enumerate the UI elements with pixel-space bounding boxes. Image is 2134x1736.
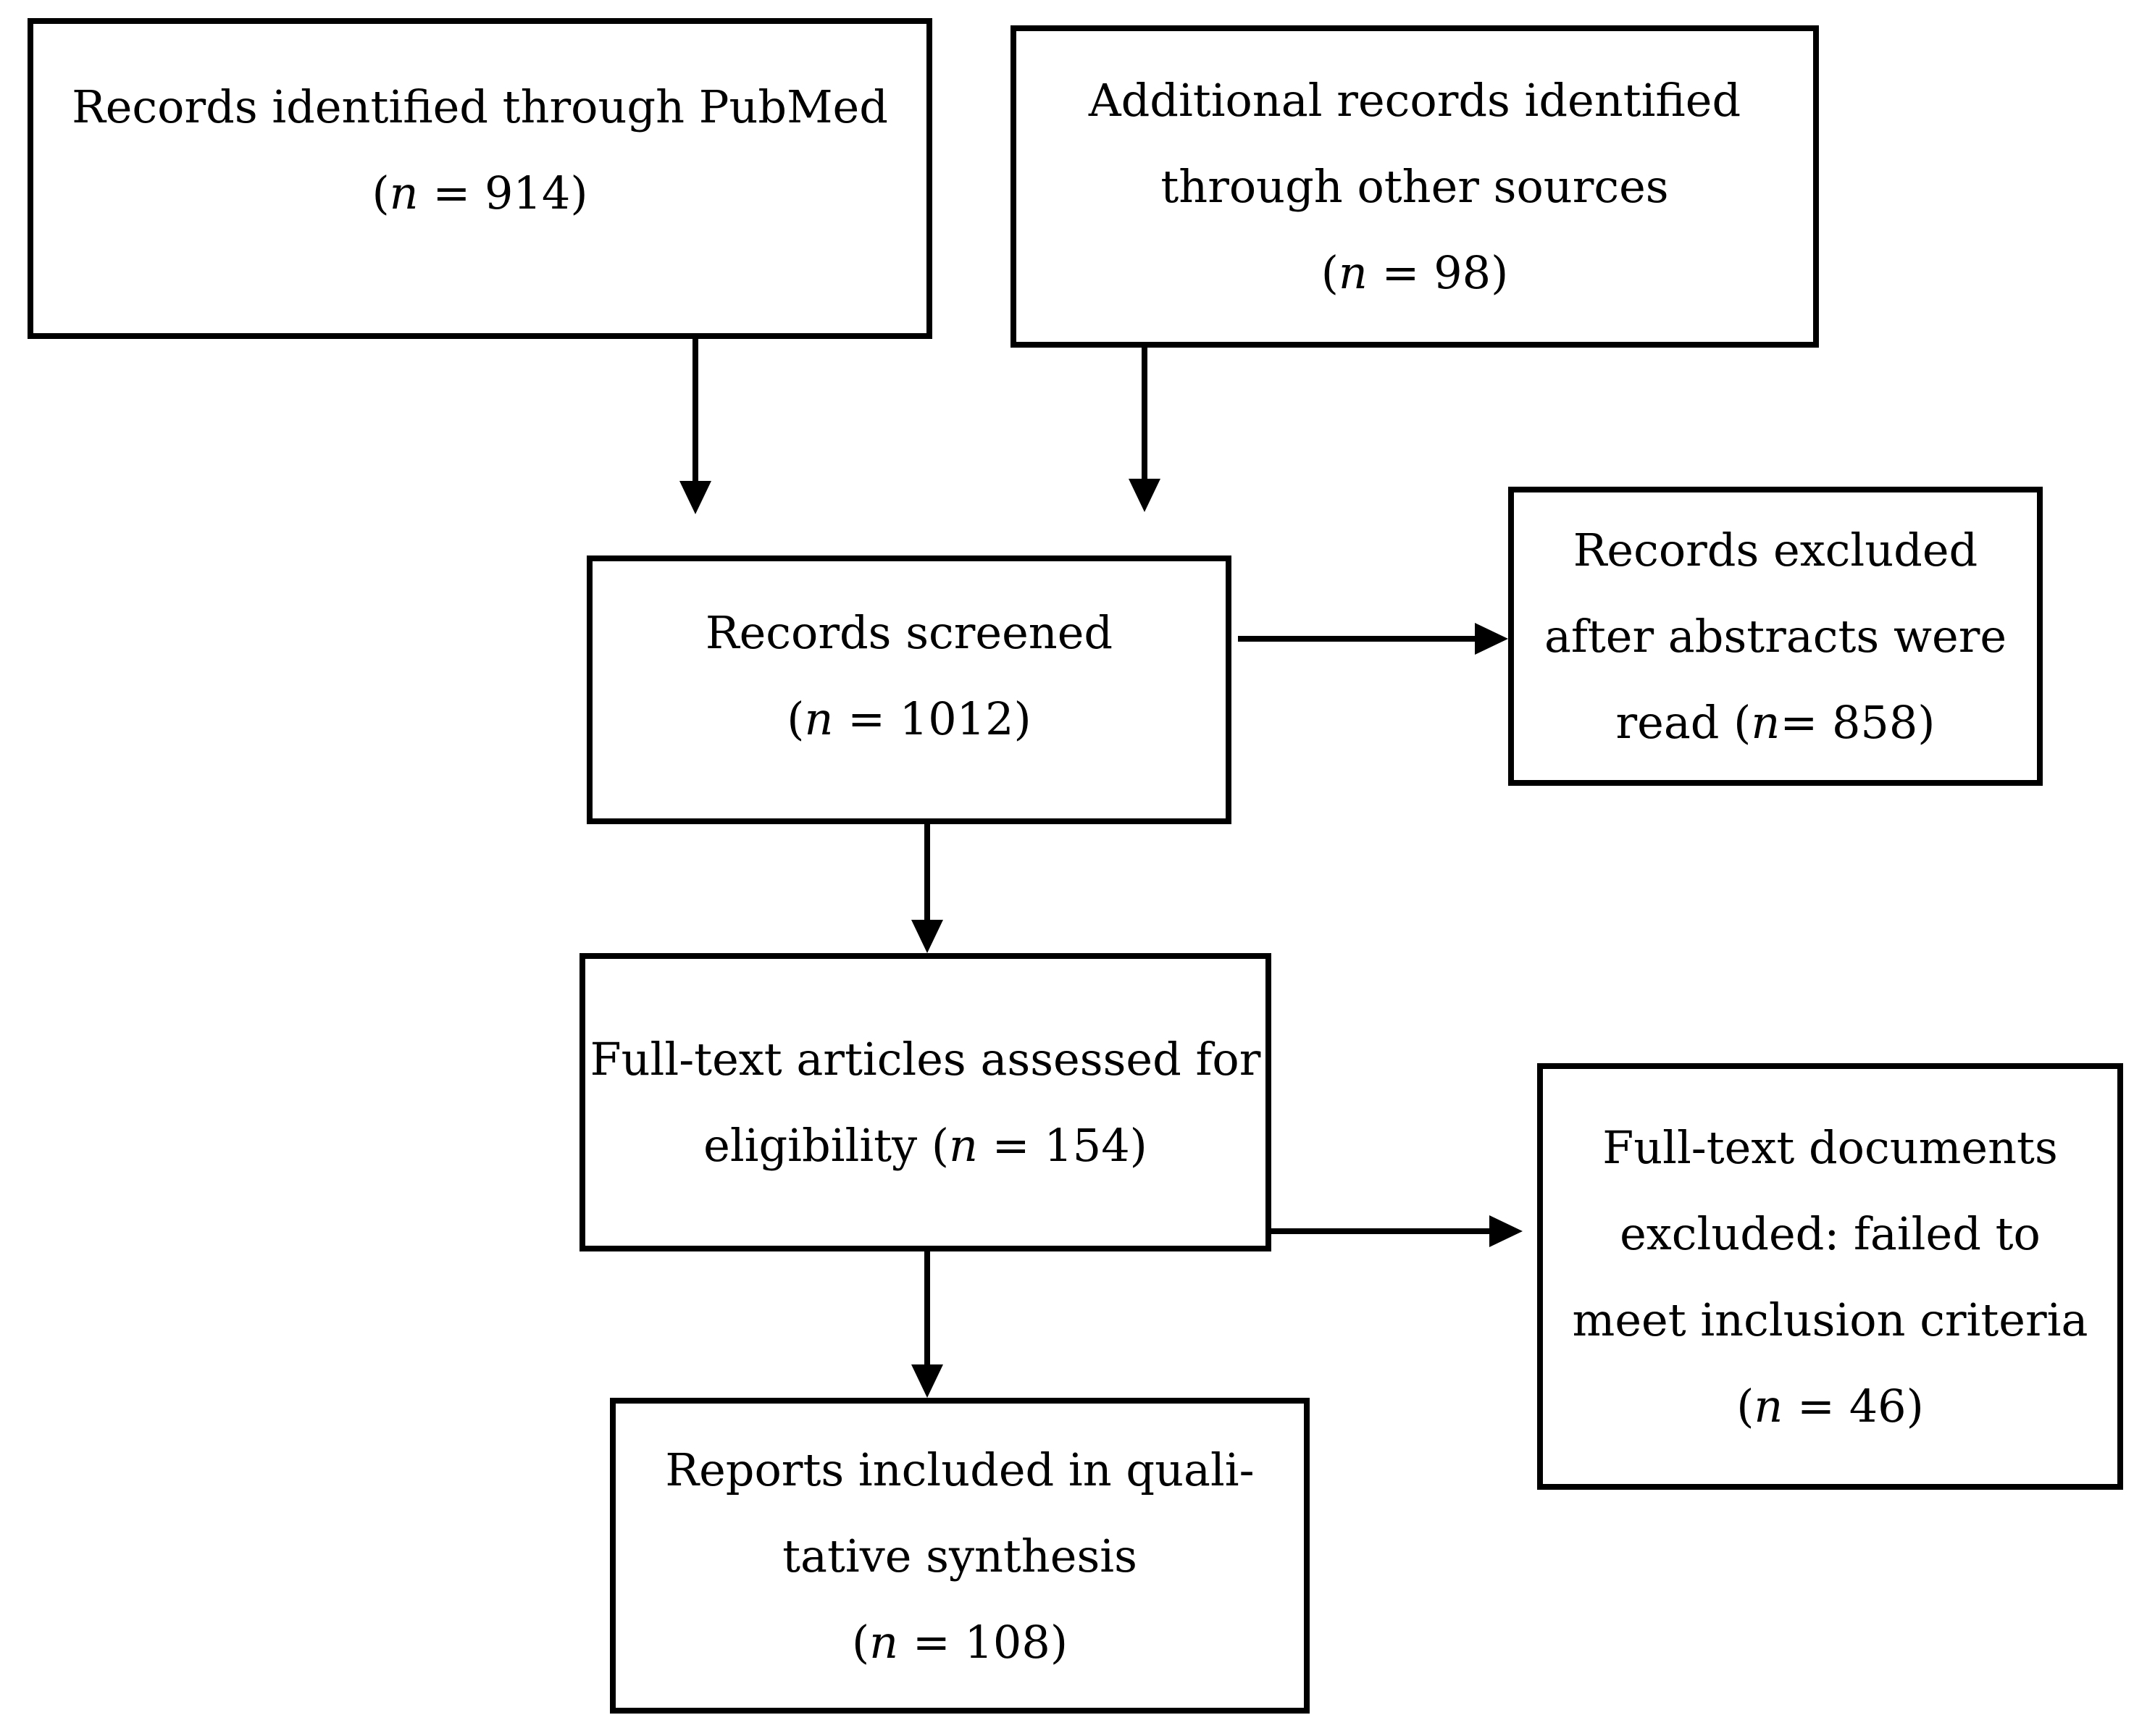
count-line: (n = 46) (1736, 1363, 1924, 1449)
arrow-pubmed-to-screened-line (692, 339, 698, 482)
box-line: Full-text documents (1602, 1120, 2058, 1174)
box-line: Reports included in quali- (665, 1443, 1255, 1496)
box-records-identified-pubmed: Records identified through PubMed (n = 9… (28, 18, 932, 339)
box-fulltext-assessed: Full-text articles assessed for eligibil… (579, 953, 1271, 1251)
count-var: n (389, 166, 419, 219)
box-records-screened: Records screened (n = 1012) (587, 555, 1231, 824)
count-line: (n = 1012) (787, 676, 1031, 762)
count-prefix: eligibility ( (703, 1119, 950, 1172)
box-fulltext-excluded: Full-text documents excluded: failed to … (1537, 1063, 2123, 1490)
count-var: n (1751, 696, 1781, 749)
count-var: n (869, 1615, 899, 1669)
count-rest: = 154) (977, 1119, 1147, 1172)
count-open: ( (372, 166, 390, 219)
box-records-excluded: Records excluded after abstracts were re… (1508, 487, 2043, 786)
count-var: n (804, 692, 834, 745)
box-line: Records excluded (1573, 524, 1978, 576)
arrow-fulltext-to-excluded-line (1271, 1228, 1490, 1234)
count-rest: = 46) (1783, 1379, 1924, 1433)
box-additional-records-other-sources: Additional records identified through ot… (1010, 25, 1819, 348)
box-line: tative synthesis (782, 1529, 1137, 1582)
arrow-sources-to-screened-line (1142, 348, 1147, 479)
count-var: n (1754, 1379, 1783, 1433)
box-line: excluded: failed to (1620, 1207, 2041, 1260)
box-line: through other sources (1160, 160, 1669, 213)
count-prefix: read ( (1615, 696, 1752, 749)
count-open: ( (851, 1615, 870, 1669)
count-var: n (949, 1119, 978, 1172)
count-line: read (n= 858) (1615, 679, 1935, 766)
count-line: (n = 98) (1321, 230, 1509, 316)
arrow-sources-to-screened-head (1129, 479, 1160, 512)
count-open: ( (1736, 1379, 1754, 1433)
count-rest: = 858) (1780, 696, 1936, 749)
count-line: eligibility (n = 154) (703, 1102, 1147, 1188)
box-line: meet inclusion criteria (1572, 1293, 2088, 1346)
arrow-fulltext-to-excluded-head (1489, 1215, 1523, 1247)
arrow-pubmed-to-screened-head (679, 481, 711, 514)
arrow-screened-to-excluded-head (1475, 623, 1508, 655)
count-line: (n = 914) (372, 150, 587, 236)
count-var: n (1338, 246, 1368, 299)
count-line: (n = 108) (852, 1599, 1068, 1685)
arrow-screened-to-fulltext-head (911, 920, 943, 953)
box-line: after abstracts were (1544, 610, 2007, 663)
box-qualitative-synthesis: Reports included in quali- tative synthe… (610, 1398, 1310, 1714)
count-rest: = 914) (418, 166, 588, 219)
count-open: ( (787, 692, 805, 745)
box-line: Records identified through PubMed (72, 80, 888, 133)
arrow-fulltext-to-synthesis-line (924, 1251, 930, 1365)
count-rest: = 1012) (833, 692, 1032, 745)
count-rest: = 98) (1367, 246, 1509, 299)
arrow-screened-to-fulltext-line (924, 824, 930, 921)
count-open: ( (1321, 246, 1339, 299)
count-rest: = 108) (898, 1615, 1068, 1669)
arrow-screened-to-excluded-line (1238, 636, 1476, 642)
box-line: Additional records identified (1088, 74, 1741, 127)
box-line: Full-text articles assessed for (590, 1033, 1261, 1086)
box-line: Records screened (705, 605, 1113, 659)
arrow-fulltext-to-synthesis-head (911, 1364, 943, 1398)
